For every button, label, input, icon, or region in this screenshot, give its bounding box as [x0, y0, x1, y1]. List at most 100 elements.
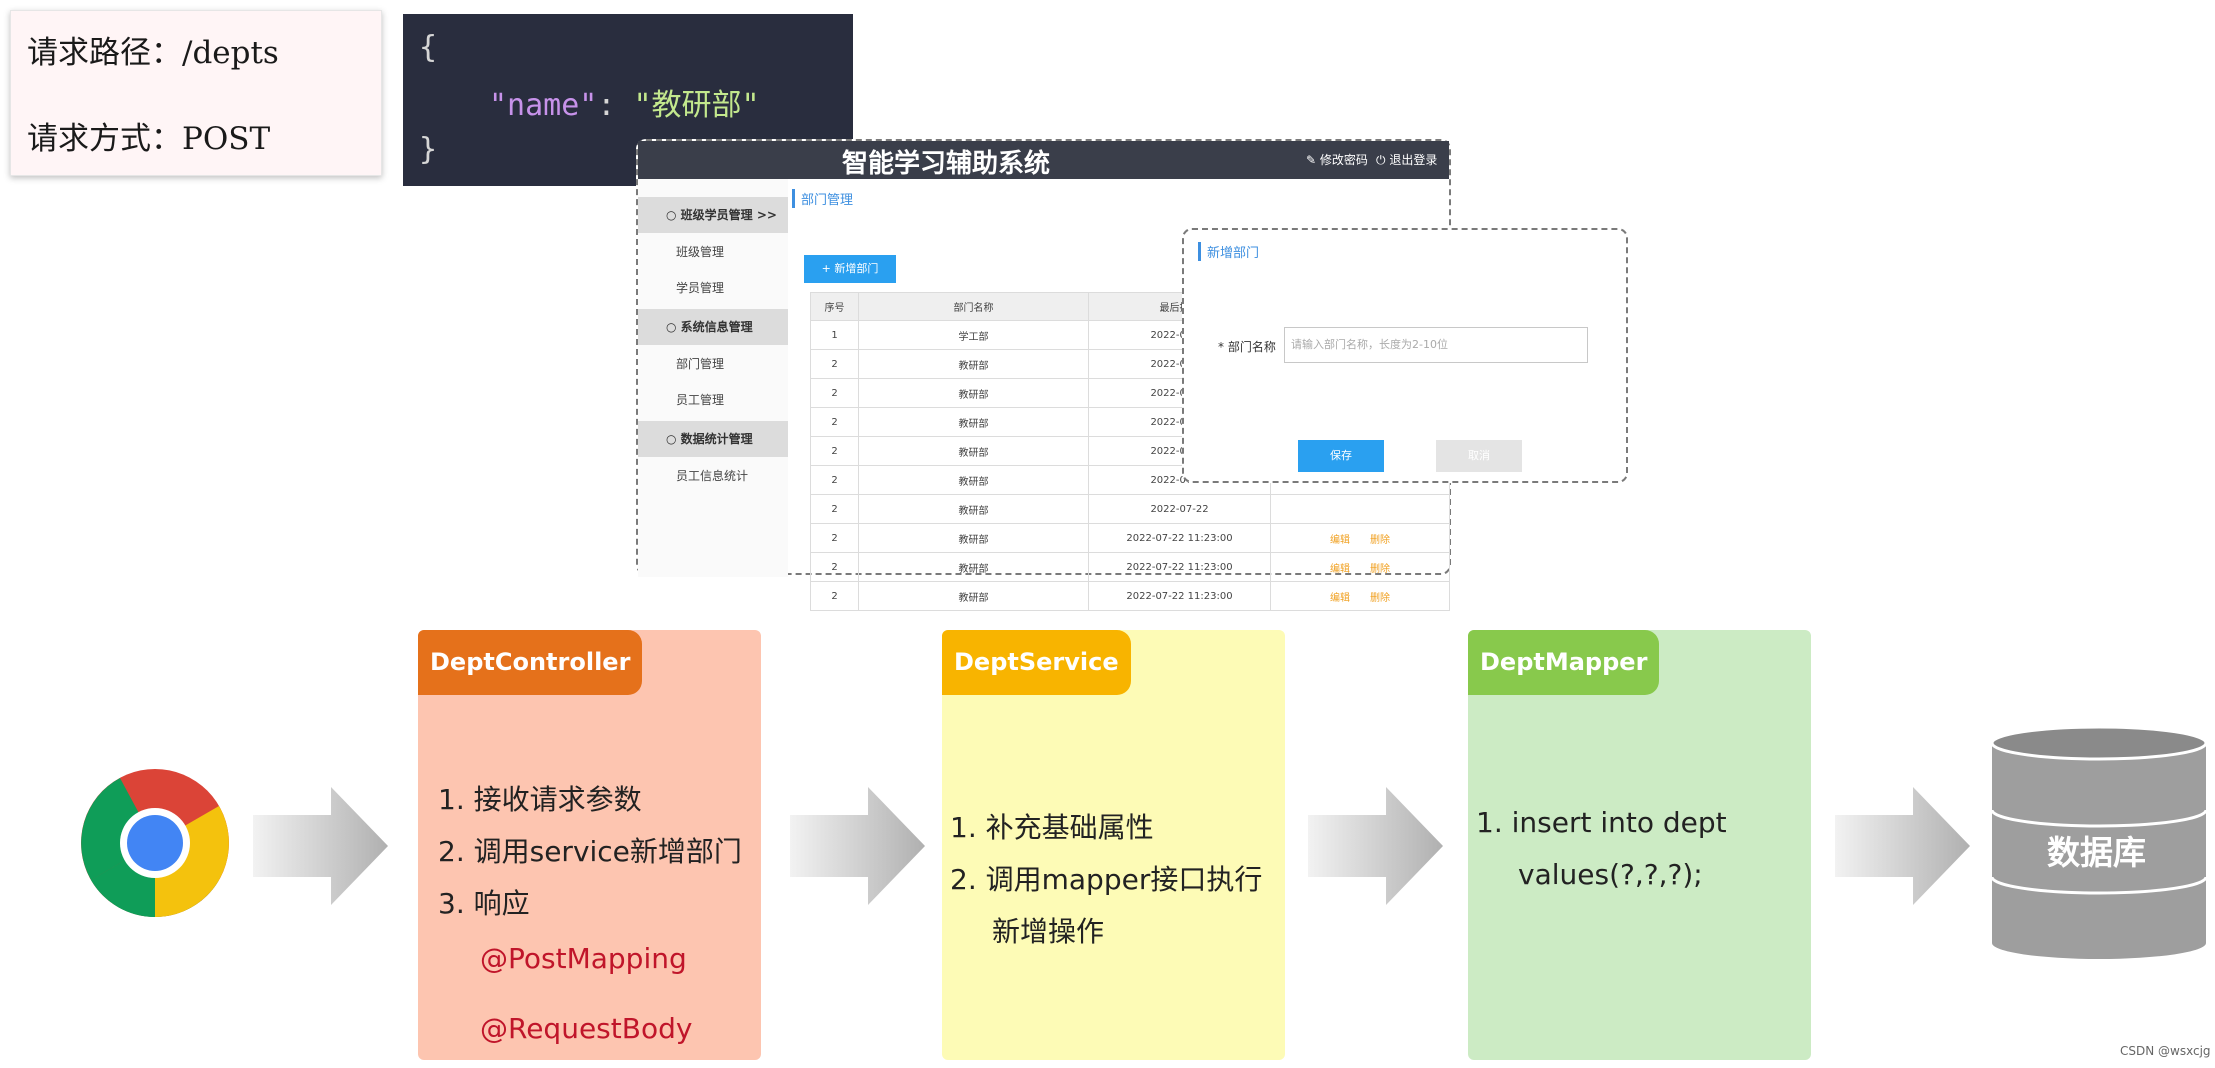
arrow-right-icon	[1835, 787, 1970, 905]
json-key: "name"	[489, 88, 598, 123]
change-password-button[interactable]: ✎ 修改密码	[1306, 153, 1368, 167]
cancel-button[interactable]: 取消	[1436, 440, 1522, 472]
table-cell: 教研部	[858, 465, 1089, 495]
sidebar-item-dept[interactable]: 部门管理	[676, 357, 725, 371]
app-topbar: 智能学习辅助系统 ✎ 修改密码 ⏻ 退出登录	[638, 141, 1449, 179]
dialog-title: 新增部门	[1198, 242, 1259, 261]
service-tag: DeptService	[942, 630, 1131, 695]
request-method: 请求方式：POST	[27, 121, 271, 157]
table-cell: 教研部	[858, 349, 1089, 379]
table-cell: 2	[810, 465, 859, 495]
json-close-brace: }	[419, 132, 438, 167]
table-cell: 2	[810, 494, 859, 524]
table-ops-cell: 编辑 删除	[1270, 552, 1450, 582]
logout-label: 退出登录	[1389, 153, 1438, 167]
request-info-box: 请求路径：/depts 请求方式：POST	[10, 10, 382, 176]
edit-link[interactable]: 编辑	[1330, 592, 1350, 604]
sidebar-item-employee[interactable]: 员工管理	[676, 393, 725, 407]
table-cell: 教研部	[858, 523, 1089, 553]
database-icon	[1990, 725, 2208, 959]
sidebar-group-label: 系统信息管理	[680, 320, 753, 334]
sidebar-item-student[interactable]: 学员管理	[676, 281, 725, 295]
table-ops-cell: 编辑 删除	[1270, 523, 1450, 553]
database-label: 数据库	[2047, 833, 2146, 872]
delete-link[interactable]: 删除	[1370, 563, 1390, 575]
service-step-2-cont: 新增操作	[992, 915, 1105, 948]
table-cell: 2	[810, 552, 859, 582]
add-dept-dialog: 新增部门 * 部门名称 请输入部门名称，长度为2-10位 保存 取消	[1182, 228, 1628, 483]
table-cell: 教研部	[858, 494, 1089, 524]
table-cell: 1	[810, 320, 859, 350]
controller-step-3: 3. 响应	[438, 887, 530, 920]
json-colon: :	[597, 88, 634, 123]
table-cell: 2022-07-22 11:23:00	[1088, 581, 1271, 611]
delete-link[interactable]: 删除	[1370, 534, 1390, 546]
sidebar-group-label: 班级学员管理 >>	[680, 208, 777, 222]
table-cell: 2	[810, 436, 859, 466]
table-cell: 教研部	[858, 407, 1089, 437]
service-step-2: 2. 调用mapper接口执行	[950, 863, 1263, 896]
table-cell: 2	[810, 407, 859, 437]
table-cell: 2	[810, 378, 859, 408]
table-cell: 2022-07-22	[1088, 494, 1271, 524]
json-value: "教研部"	[633, 88, 760, 123]
controller-step-1: 1. 接收请求参数	[438, 783, 642, 816]
logout-button[interactable]: ⏻ 退出登录	[1376, 153, 1438, 167]
table-cell: 教研部	[858, 378, 1089, 408]
mapper-tag: DeptMapper	[1468, 630, 1660, 695]
service-card: DeptService 1. 补充基础属性 2. 调用mapper接口执行 新增…	[942, 630, 1285, 1060]
table-cell: 教研部	[858, 436, 1089, 466]
edit-link[interactable]: 编辑	[1330, 563, 1350, 575]
post-mapping-annotation: @PostMapping	[480, 942, 687, 975]
table-cell: 2022-07-22 11:23:00	[1088, 552, 1271, 582]
delete-link[interactable]: 删除	[1370, 592, 1390, 604]
table-ops-cell	[1270, 494, 1450, 524]
table-cell: 2	[810, 523, 859, 553]
table-cell: 2022-07-22 11:23:00	[1088, 523, 1271, 553]
mapper-step-1: 1. insert into dept	[1476, 806, 1727, 839]
table-cell: 教研部	[858, 581, 1089, 611]
sidebar-group-system[interactable]: ○ 系统信息管理	[638, 309, 788, 345]
arrow-right-icon	[253, 787, 388, 905]
sidebar-item-class[interactable]: 班级管理	[676, 245, 725, 259]
arrow-right-icon	[1308, 787, 1443, 905]
json-open-brace: {	[419, 30, 438, 65]
request-path: 请求路径：/depts	[27, 35, 279, 71]
save-button[interactable]: 保存	[1298, 440, 1384, 472]
request-body-annotation: @RequestBody	[480, 1012, 693, 1045]
dept-name-label: * 部门名称	[1218, 340, 1276, 354]
dept-name-input[interactable]: 请输入部门名称，长度为2-10位	[1284, 327, 1588, 363]
table-header: 序号	[810, 292, 859, 321]
mapper-card: DeptMapper 1. insert into dept values(?,…	[1468, 630, 1811, 1060]
controller-card: DeptController 1. 接收请求参数 2. 调用service新增部…	[418, 630, 761, 1060]
mapper-step-1-cont: values(?,?,?);	[1518, 858, 1703, 891]
arrow-right-icon	[790, 787, 925, 905]
table-cell: 2	[810, 349, 859, 379]
breadcrumb: 部门管理	[792, 189, 853, 208]
sidebar-group-class[interactable]: ○ 班级学员管理 >>	[638, 197, 788, 233]
add-dept-button[interactable]: + 新增部门	[804, 255, 896, 283]
sidebar-group-stats[interactable]: ○ 数据统计管理	[638, 421, 788, 457]
service-step-1: 1. 补充基础属性	[950, 811, 1154, 844]
table-cell: 学工部	[858, 320, 1089, 350]
sidebar-item-emp-stats[interactable]: 员工信息统计	[676, 469, 749, 483]
table-cell: 2	[810, 581, 859, 611]
chrome-icon	[81, 769, 229, 917]
change-password-label: 修改密码	[1319, 153, 1368, 167]
app-title: 智能学习辅助系统	[842, 149, 1051, 179]
watermark: CSDN @wsxcjg	[2120, 1044, 2211, 1058]
json-body-code: { "name": "教研部" }	[403, 14, 853, 186]
edit-link[interactable]: 编辑	[1330, 534, 1350, 546]
controller-step-2: 2. 调用service新增部门	[438, 835, 742, 868]
json-name-line: "name": "教研部"	[489, 80, 760, 124]
table-cell: 教研部	[858, 552, 1089, 582]
controller-tag: DeptController	[418, 630, 643, 695]
table-header: 部门名称	[858, 292, 1089, 321]
app-sidebar: ○ 班级学员管理 >> 班级管理 学员管理 ○ 系统信息管理 部门管理 员工管理…	[638, 179, 788, 577]
sidebar-group-label: 数据统计管理	[680, 432, 753, 446]
table-ops-cell: 编辑 删除	[1270, 581, 1450, 611]
